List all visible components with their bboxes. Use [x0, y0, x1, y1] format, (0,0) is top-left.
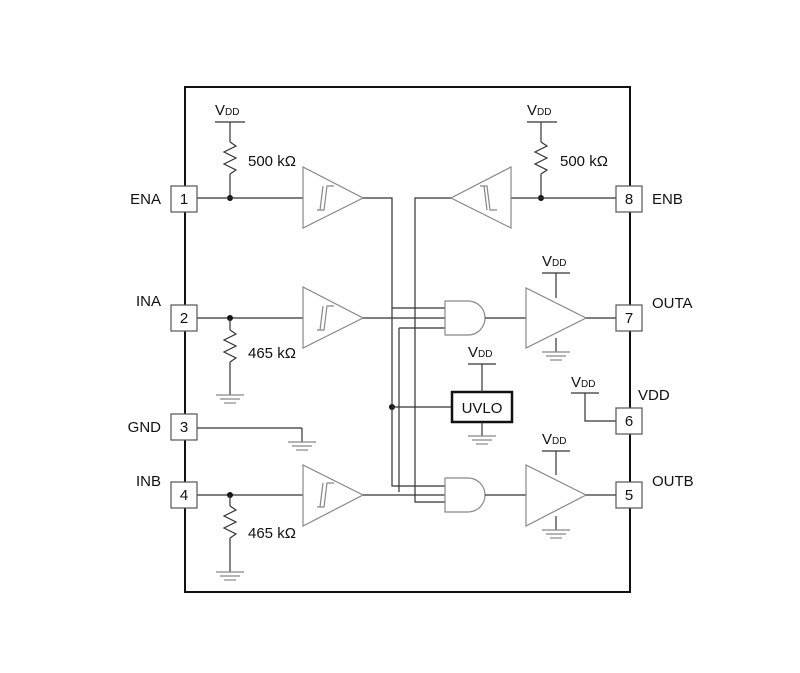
pulldown-resistor-ina — [222, 329, 238, 363]
pin-label-enb: ENB — [652, 191, 683, 208]
svg-text:VDD: VDD — [571, 374, 595, 391]
svg-text:4: 4 — [180, 487, 188, 504]
schmitt-buffer-inb — [302, 464, 365, 527]
resistor-label-inb: 465 kΩ — [248, 525, 296, 542]
svg-text:1: 1 — [180, 191, 188, 208]
ground-symbol-ina — [216, 394, 244, 404]
pin-8: 8 ENB — [615, 185, 683, 213]
pulldown-resistor-inb — [222, 505, 238, 539]
ground-symbol-driver-b — [542, 529, 570, 539]
svg-text:2: 2 — [180, 310, 188, 327]
svg-text:VDD: VDD — [215, 102, 239, 119]
pin-label-ena: ENA — [130, 191, 161, 208]
ground-symbol-driver-a — [542, 351, 570, 361]
ground-symbol-gnd — [288, 441, 316, 451]
pin-5: 5 OUTB — [615, 473, 694, 509]
pin-label-inb: INB — [136, 473, 161, 490]
and-gate-b — [444, 477, 486, 513]
svg-text:VDD: VDD — [527, 102, 551, 119]
uvlo-block — [450, 390, 514, 424]
package-outline — [184, 86, 631, 593]
resistor-label-ena: 500 kΩ — [248, 153, 296, 170]
pin-label-ina: INA — [136, 293, 161, 310]
svg-text:3: 3 — [180, 419, 188, 436]
pullup-resistor-enb — [533, 141, 549, 175]
svg-text:7: 7 — [625, 310, 633, 327]
pin-1: 1 ENA — [130, 185, 198, 213]
svg-text:VDD: VDD — [542, 253, 566, 270]
vdd-label-driver-a: VDD — [542, 253, 566, 270]
pin-6: 6 VDD — [615, 387, 670, 435]
output-driver-a — [525, 287, 588, 349]
pin-label-outa: OUTA — [652, 295, 693, 312]
svg-text:VDD: VDD — [468, 344, 492, 361]
vdd-label-enb: VDD — [527, 102, 551, 119]
schmitt-buffer-enb — [449, 166, 512, 229]
vdd-label-ena: VDD — [215, 102, 239, 119]
pin-label-gnd: GND — [128, 419, 162, 436]
svg-text:VDD: VDD — [542, 431, 566, 448]
and-gate-a — [444, 300, 486, 336]
svg-text:6: 6 — [625, 413, 633, 430]
resistor-label-ina: 465 kΩ — [248, 345, 296, 362]
svg-text:8: 8 — [625, 191, 633, 208]
schmitt-buffer-ena — [302, 166, 365, 229]
ground-symbol-inb — [216, 571, 244, 581]
pin-2: 2 INA — [136, 293, 198, 332]
pin-7: 7 OUTA — [615, 295, 693, 332]
svg-text:5: 5 — [625, 487, 633, 504]
pullup-resistor-ena — [222, 141, 238, 175]
uvlo-label: UVLO — [462, 400, 503, 417]
pin-label-outb: OUTB — [652, 473, 694, 490]
ground-symbol-uvlo — [468, 435, 496, 445]
vdd-label-uvlo: VDD — [468, 344, 492, 361]
resistor-label-enb: 500 kΩ — [560, 153, 608, 170]
pin-3: 3 GND — [128, 413, 198, 441]
output-driver-b — [525, 464, 588, 527]
schmitt-buffer-ina — [302, 286, 365, 349]
pin-label-vdd: VDD — [638, 387, 670, 404]
vdd-label-driver-b: VDD — [542, 431, 566, 448]
pin-4: 4 INB — [136, 473, 198, 509]
vdd-label-pin6: VDD — [571, 374, 595, 391]
